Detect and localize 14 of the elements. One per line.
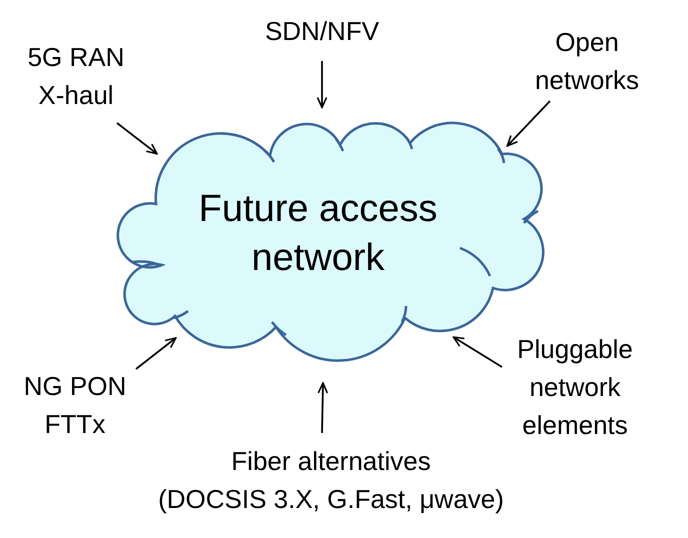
central-topic-text: Future access network [198, 187, 438, 281]
arrow [116, 122, 158, 155]
topic-label: Pluggable network elements [516, 333, 634, 442]
topic-label: 5G RAN X-haul [26, 41, 126, 112]
arrow [135, 337, 177, 370]
topic-label: Open networks [534, 26, 640, 97]
arrow [506, 100, 551, 147]
arrow [318, 382, 328, 434]
arrow [452, 336, 502, 368]
topic-label: Fiber alternatives [231, 445, 431, 478]
topic-label: (DOCSIS 3.X, G.Fast, μwave) [158, 483, 504, 516]
topic-label: NG PON FTTx [22, 370, 128, 441]
topic-label: SDN/NFV [264, 15, 380, 48]
arrow [316, 61, 328, 108]
